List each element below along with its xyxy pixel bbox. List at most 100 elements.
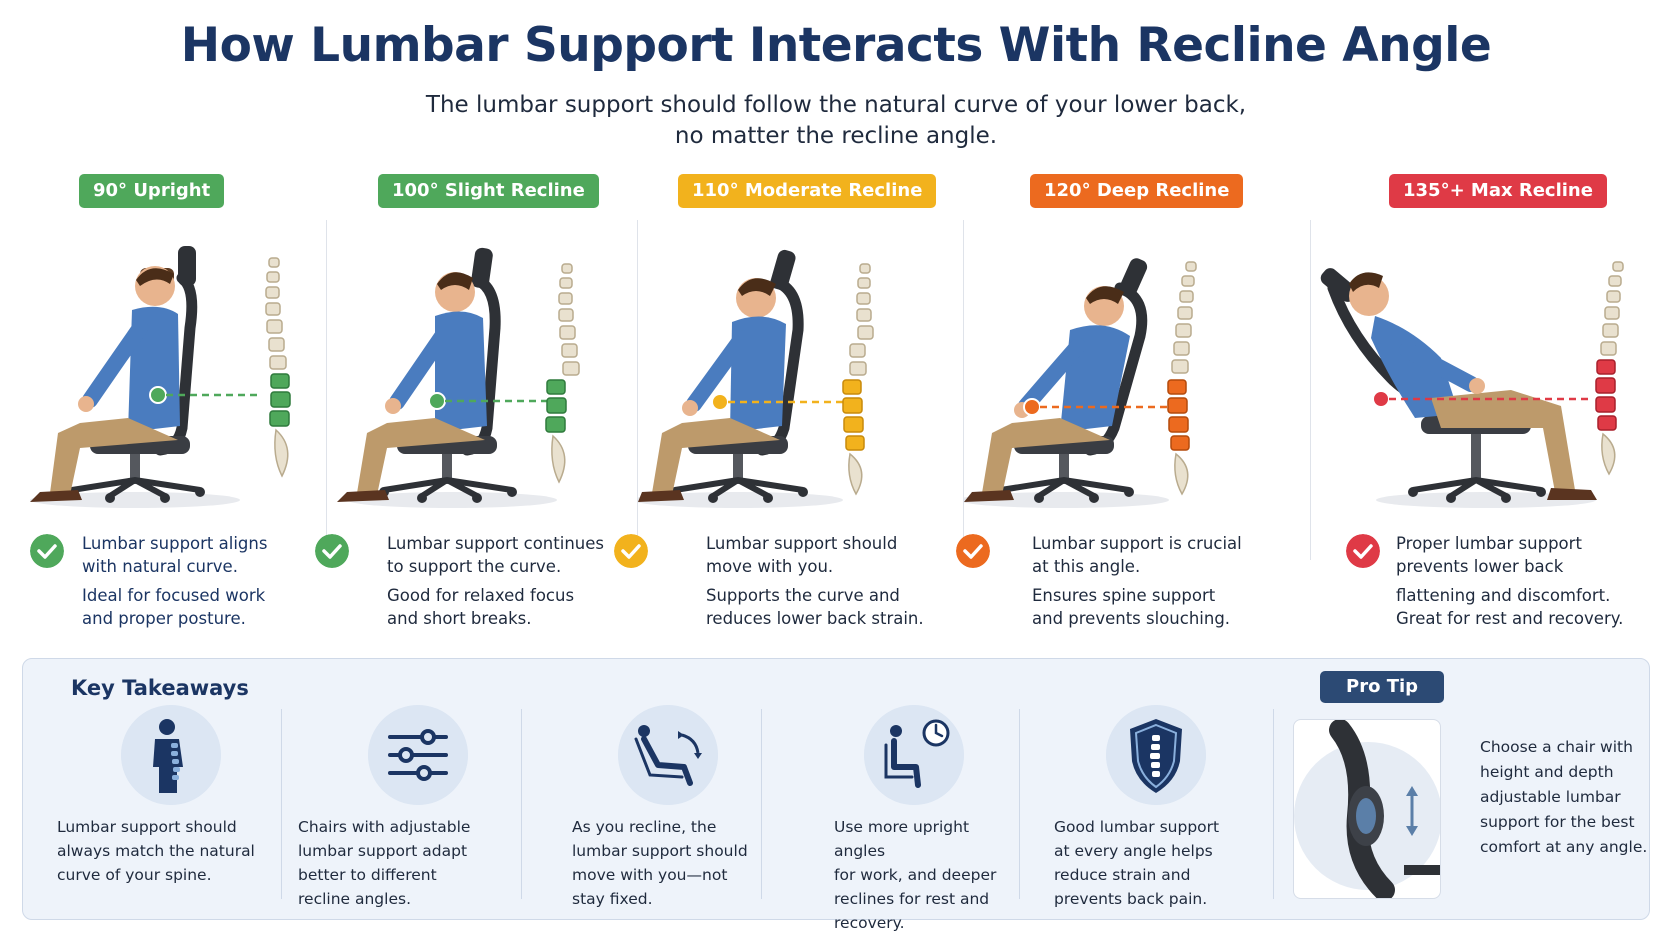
desc-line: at this angle. — [1032, 557, 1141, 576]
panel-135-max-recline: 135°+ Max Recline — [1311, 170, 1672, 640]
desc-line: Good for relaxed focus — [387, 586, 575, 605]
takeaway-line: lumbar support should — [572, 842, 748, 860]
panel-110-moderate-recline: 110° Moderate Recline — [614, 170, 963, 640]
desc-line: to support the curve. — [387, 557, 562, 576]
takeaway-line: Good lumbar support — [1054, 818, 1220, 836]
recline-panels: 90° Upright — [0, 170, 1672, 640]
pro-tip-line: comfort at any angle. — [1480, 838, 1648, 856]
recline-chair-icon — [618, 705, 718, 805]
desc-line: and proper posture. — [82, 609, 246, 628]
spine-person-icon — [121, 705, 221, 805]
panel-divider — [963, 220, 964, 560]
angle-badge: 110° Moderate Recline — [678, 174, 937, 208]
shield-spine-icon — [1106, 705, 1206, 805]
takeaway-text: As you recline, the lumbar support shoul… — [572, 815, 762, 911]
takeaway-item: As you recline, the lumbar support shoul… — [538, 659, 758, 919]
check-icon — [956, 534, 990, 568]
chair-illustration — [964, 258, 1197, 508]
takeaway-line: reclines for rest and — [834, 890, 990, 908]
desc-line: Ideal for focused work — [82, 586, 266, 605]
desc-line: Lumbar support is crucial — [1032, 534, 1242, 553]
subtitle-line: The lumbar support should follow the nat… — [425, 92, 1247, 118]
angle-badge: 120° Deep Recline — [1030, 174, 1244, 208]
panel-description: Proper lumbar support prevents lower back… — [1396, 532, 1666, 630]
takeaway-text: Use more upright angles for work, and de… — [834, 815, 1024, 935]
panel-divider — [637, 220, 638, 560]
page-subtitle: The lumbar support should follow the nat… — [0, 90, 1672, 152]
desc-line: reduces lower back strain. — [706, 609, 924, 628]
takeaway-divider — [521, 709, 522, 899]
pro-tip-text: Choose a chair with height and depth adj… — [1480, 735, 1650, 860]
angle-badge: 135°+ Max Recline — [1389, 174, 1607, 208]
desc-line: Lumbar support should — [706, 534, 898, 553]
takeaway-text: Chairs with adjustable lumbar support ad… — [298, 815, 518, 911]
takeaway-item: Lumbar support should always match the n… — [57, 659, 277, 919]
check-icon — [1346, 534, 1380, 568]
sliders-icon — [368, 705, 468, 805]
takeaway-divider — [761, 709, 762, 899]
panel-description: Lumbar support should move with you. Supp… — [706, 532, 961, 630]
takeaway-line: Lumbar support should — [57, 818, 237, 836]
panel-100-slight-recline: 100° Slight Recline — [315, 170, 637, 640]
pro-tip-line: adjustable lumbar — [1480, 788, 1621, 806]
takeaway-line: Chairs with adjustable — [298, 818, 471, 836]
takeaway-line: move with you—not — [572, 866, 728, 884]
takeaway-item: Good lumbar support at every angle helps… — [1036, 659, 1256, 919]
check-icon — [315, 534, 349, 568]
page-title: How Lumbar Support Interacts With Reclin… — [180, 18, 1492, 73]
check-icon — [30, 534, 64, 568]
takeaway-line: recovery. — [834, 914, 905, 932]
key-takeaways: Key Takeaways Lumbar support should alwa… — [22, 658, 1650, 932]
desc-line: move with you. — [706, 557, 834, 576]
panel-divider — [326, 220, 327, 560]
desc-line: Supports the curve and — [706, 586, 900, 605]
takeaway-line: prevents back pain. — [1054, 890, 1208, 908]
desc-line: Lumbar support continues — [387, 534, 604, 553]
takeaways-title: Key Takeaways — [71, 676, 249, 700]
takeaway-line: reduce strain and — [1054, 866, 1191, 884]
takeaway-line: As you recline, the — [572, 818, 717, 836]
desc-line: and prevents slouching. — [1032, 609, 1231, 628]
clock-person-icon — [864, 705, 964, 805]
takeaway-line: stay fixed. — [572, 890, 653, 908]
panel-90-upright: 90° Upright — [0, 170, 305, 640]
takeaway-line: curve of your spine. — [57, 866, 212, 884]
takeaway-text: Good lumbar support at every angle helps… — [1054, 815, 1254, 911]
chair-illustration — [30, 246, 291, 508]
pro-tip-badge: Pro Tip — [1320, 671, 1445, 703]
panel-divider — [1310, 220, 1311, 560]
chair-illustration — [638, 249, 874, 508]
panel-120-deep-recline: 120° Deep Recline — [956, 170, 1310, 640]
takeaway-item: Chairs with adjustable lumbar support ad… — [298, 659, 518, 919]
subtitle-line: no matter the recline angle. — [674, 123, 998, 149]
desc-line: Lumbar support aligns — [82, 534, 268, 553]
takeaway-text: Lumbar support should always match the n… — [57, 815, 277, 887]
desc-line: Proper lumbar support — [1396, 534, 1582, 553]
pro-tip-line: support for the best — [1480, 813, 1635, 831]
takeaway-line: always match the natural — [57, 842, 255, 860]
takeaway-item: Use more upright angles for work, and de… — [778, 659, 998, 932]
angle-badge: 90° Upright — [79, 174, 225, 208]
angle-badge: 100° Slight Recline — [378, 174, 599, 208]
takeaway-divider — [281, 709, 282, 899]
chair-illustration — [337, 247, 580, 508]
check-icon — [614, 534, 648, 568]
adjustable-lumbar-icon — [1294, 720, 1440, 898]
takeaway-divider — [1019, 709, 1020, 899]
takeaway-line: at every angle helps — [1054, 842, 1213, 860]
pro-tip-image — [1293, 719, 1441, 899]
takeaway-line: better to different — [298, 866, 437, 884]
desc-line: and short breaks. — [387, 609, 532, 628]
takeaway-line: Use more upright angles — [834, 818, 970, 860]
takeaway-line: lumbar support adapt — [298, 842, 468, 860]
takeaway-line: for work, and deeper — [834, 866, 997, 884]
desc-line: with natural curve. — [82, 557, 238, 576]
desc-line: prevents lower back — [1396, 557, 1564, 576]
desc-line: Great for rest and recovery. — [1396, 609, 1624, 628]
takeaway-divider — [1273, 709, 1274, 899]
pro-tip-line: Choose a chair with — [1480, 738, 1633, 756]
takeaway-line: recline angles. — [298, 890, 411, 908]
panel-description: Lumbar support aligns with natural curve.… — [82, 532, 297, 630]
desc-line: flattening and discomfort. — [1396, 586, 1611, 605]
